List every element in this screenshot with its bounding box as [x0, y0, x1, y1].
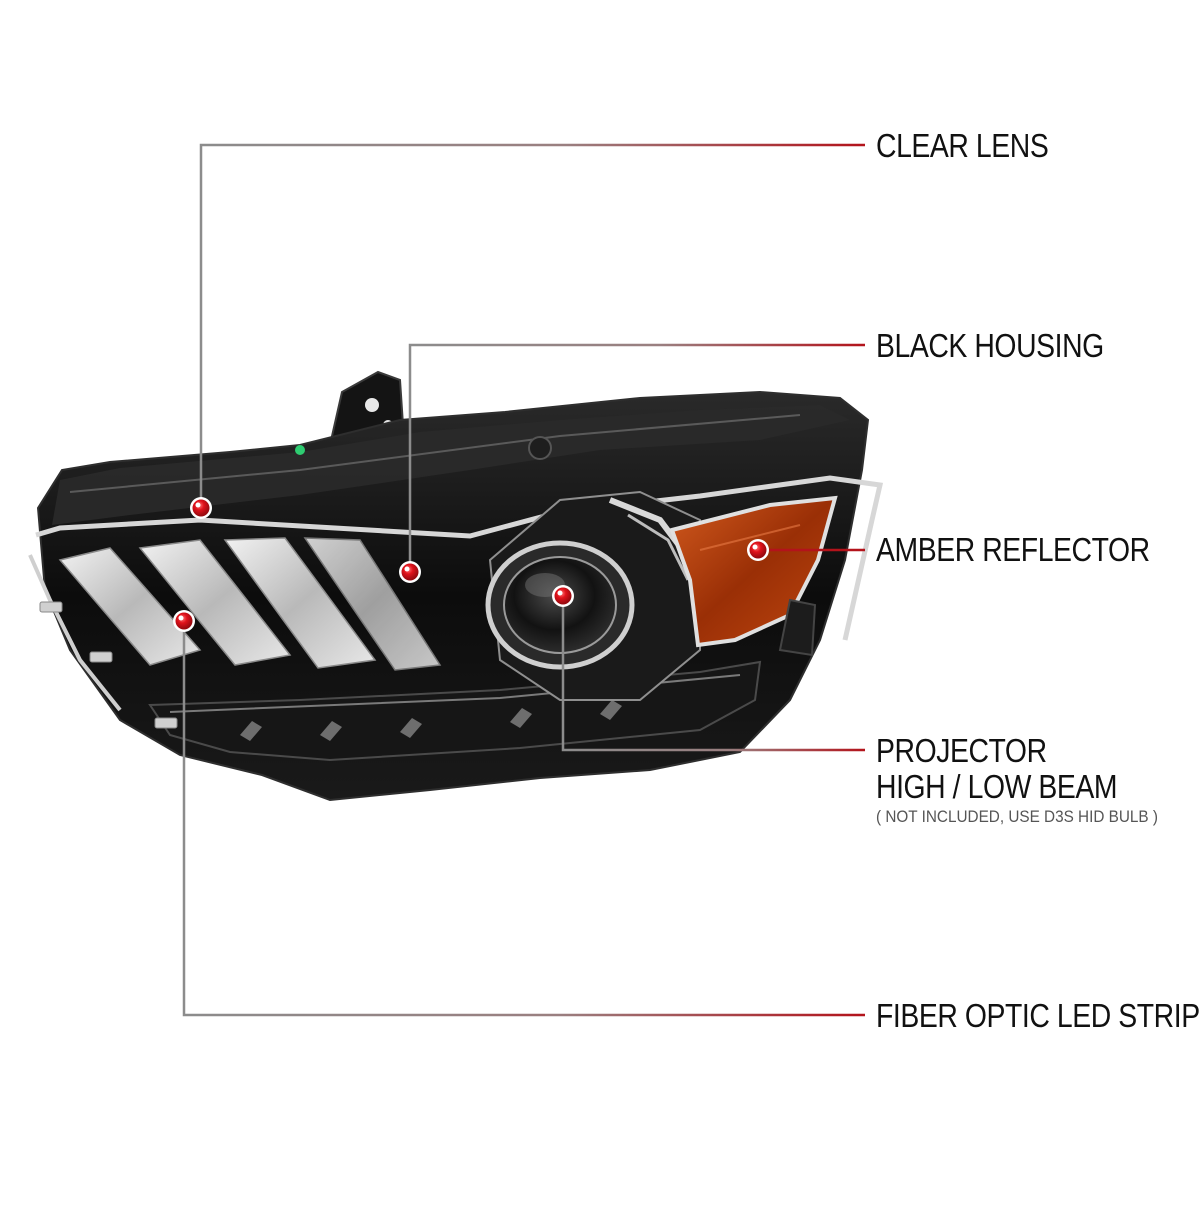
rear-connector [778, 598, 817, 657]
leader-line-clear-lens [199, 143, 865, 508]
leader-lines [182, 143, 865, 1017]
marker-dot-amber-reflector [747, 539, 769, 561]
fiber-optic-strips [58, 537, 442, 671]
label-amber-reflector: AMBER REFLECTOR [876, 531, 1150, 568]
label-fiber-optic: FIBER OPTIC LED STRIPS [876, 997, 1200, 1034]
label-projector: PROJECTOR [876, 732, 1047, 769]
headlight-illustration [28, 370, 884, 802]
label-projector-note: ( NOT INCLUDED, USE D3S HID BULB ) [876, 807, 1158, 826]
label-clear-lens: CLEAR LENS [876, 127, 1049, 164]
marker-dot-black-housing [399, 561, 421, 583]
marker-dots [173, 497, 769, 632]
marker-dot-projector [552, 585, 574, 607]
marker-dot-clear-lens [190, 497, 212, 519]
marker-dot-fiber-optic [173, 610, 195, 632]
leader-line-projector [561, 596, 865, 752]
label-black-housing: BLACK HOUSING [876, 327, 1104, 364]
leader-line-black-housing [408, 343, 865, 572]
label-projector-beam: HIGH / LOW BEAM [876, 768, 1118, 805]
leader-line-fiber-optic [182, 621, 865, 1017]
lens-top-sheen [52, 405, 850, 525]
